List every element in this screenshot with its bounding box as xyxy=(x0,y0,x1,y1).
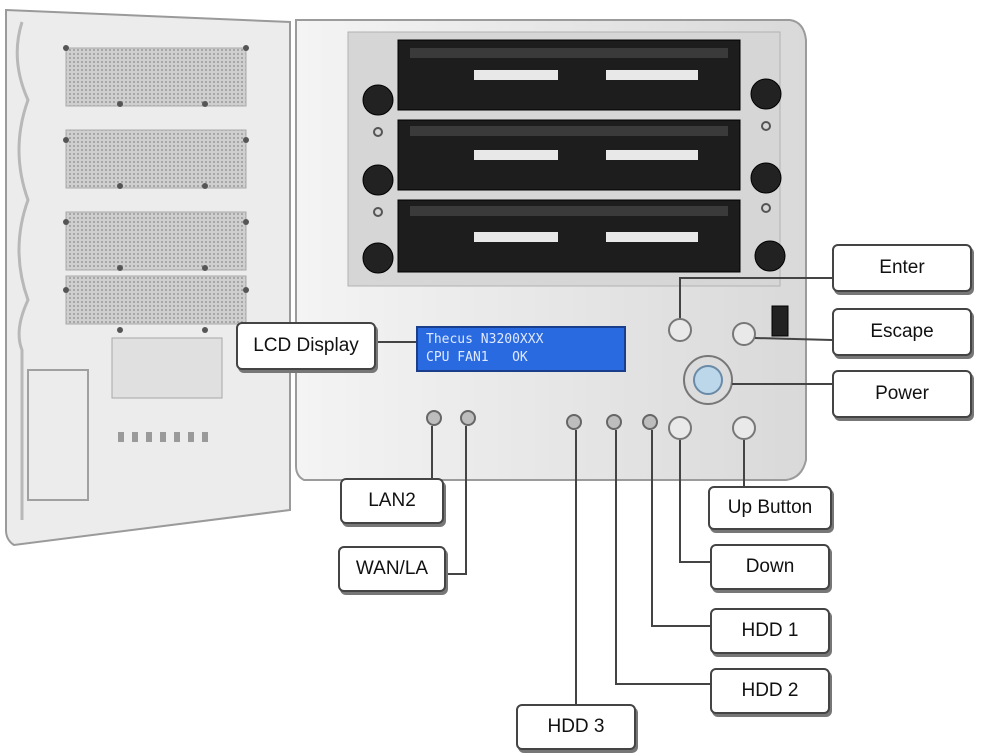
label-escape: Escape xyxy=(832,308,972,356)
door-screws xyxy=(63,45,249,333)
leader-down xyxy=(679,440,710,563)
enter-button xyxy=(668,318,692,342)
status-leds xyxy=(426,410,658,430)
label-lcd-display: LCD Display xyxy=(236,322,376,370)
label-wan-la: WAN/LA xyxy=(338,546,446,592)
hdd1-led xyxy=(642,414,658,430)
power-button xyxy=(693,365,723,395)
door-vent-4 xyxy=(65,275,247,325)
wan-led xyxy=(460,410,476,426)
up-button xyxy=(732,416,756,440)
lan2-led xyxy=(426,410,442,426)
bay-knobs xyxy=(362,78,786,274)
down-button xyxy=(668,416,692,440)
label-hdd3: HDD 3 xyxy=(516,704,636,750)
lcd-screen: Thecus N3200XXX CPU FAN1 OK xyxy=(416,326,626,372)
lcd-line-2: CPU FAN1 OK xyxy=(426,350,528,365)
drive-bays xyxy=(362,39,786,274)
label-hdd1: HDD 1 xyxy=(710,608,830,654)
hdd3-led xyxy=(566,414,582,430)
label-up-button: Up Button xyxy=(708,486,832,530)
label-power: Power xyxy=(832,370,972,418)
label-enter: Enter xyxy=(832,244,972,292)
hdd2-led xyxy=(606,414,622,430)
drive-bay-1 xyxy=(397,39,741,111)
leader-wan xyxy=(446,426,467,575)
side-switch xyxy=(771,305,789,337)
label-lan2: LAN2 xyxy=(340,478,444,524)
door-vent-3 xyxy=(65,211,247,271)
escape-button xyxy=(732,322,756,346)
drive-bay-2 xyxy=(397,119,741,191)
label-hdd2: HDD 2 xyxy=(710,668,830,714)
leader-escape xyxy=(754,337,833,341)
door-vent-1 xyxy=(65,47,247,107)
front-buttons xyxy=(668,318,756,440)
drive-bay-3 xyxy=(397,199,741,273)
front-door xyxy=(5,8,291,547)
label-down: Down xyxy=(710,544,830,590)
leader-enter xyxy=(679,277,832,318)
leader-lines xyxy=(376,277,833,704)
lcd-line-1: Thecus N3200XXX xyxy=(426,332,544,347)
leader-hdd2 xyxy=(615,430,710,685)
leader-hdd1 xyxy=(651,430,710,627)
door-vent-2 xyxy=(65,129,247,189)
